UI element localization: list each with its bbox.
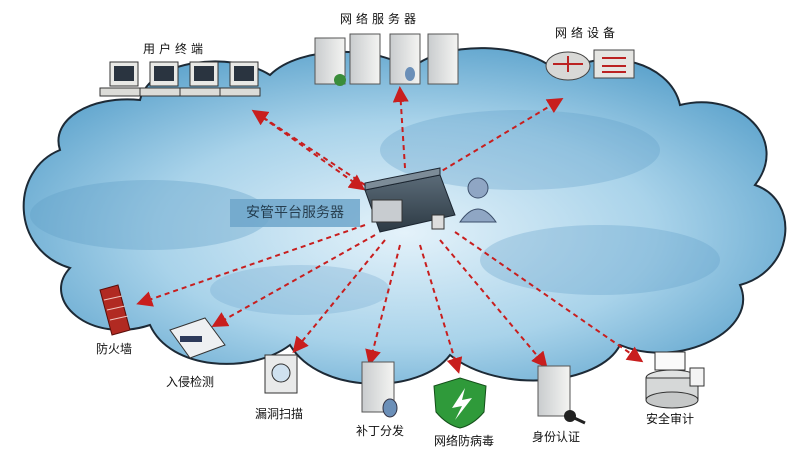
network-devices-icon xyxy=(545,49,635,81)
shield-bolt-icon xyxy=(433,377,487,429)
connection-arrows xyxy=(136,86,644,374)
arrow-to-vuln-scan xyxy=(292,239,386,354)
center-server-label: 安管平台服务器 xyxy=(230,199,360,227)
scanner-icon xyxy=(264,354,298,394)
arrow-to-patch xyxy=(365,244,401,366)
arrow-to-ids xyxy=(211,234,376,327)
label-network-device: 网络设备 xyxy=(555,26,620,40)
firewall-icon xyxy=(99,284,131,336)
server-database-icon xyxy=(361,361,398,418)
arrow-to-identity xyxy=(439,239,548,369)
label-vuln-scan: 漏洞扫描 xyxy=(255,407,304,421)
central-server-icon xyxy=(364,167,456,233)
server-key-icon xyxy=(537,365,586,425)
arrow-to-antivirus xyxy=(419,244,463,374)
label-user-terminal: 用户终端 xyxy=(143,42,208,56)
arrow-to-network-server xyxy=(392,86,409,169)
audit-device-icon xyxy=(645,351,705,409)
arrow-to-network-device xyxy=(434,97,564,176)
arrow-to-firewall xyxy=(136,224,366,307)
arrow-to-audit xyxy=(454,231,644,363)
ids-box-icon xyxy=(169,317,226,359)
label-network-server: 网络服务器 xyxy=(340,12,421,26)
label-identity: 身份认证 xyxy=(532,430,581,444)
label-firewall: 防火墙 xyxy=(96,342,133,356)
network-servers-icon xyxy=(314,33,459,86)
label-antivirus: 网络防病毒 xyxy=(434,434,495,448)
arrow-from-user-terminal xyxy=(254,111,366,191)
user-terminals-icon xyxy=(99,61,261,97)
label-audit: 安全审计 xyxy=(646,412,695,426)
label-patch: 补丁分发 xyxy=(356,424,405,438)
label-intrusion-detection: 入侵检测 xyxy=(166,375,215,389)
admin-user-icon xyxy=(459,177,497,223)
